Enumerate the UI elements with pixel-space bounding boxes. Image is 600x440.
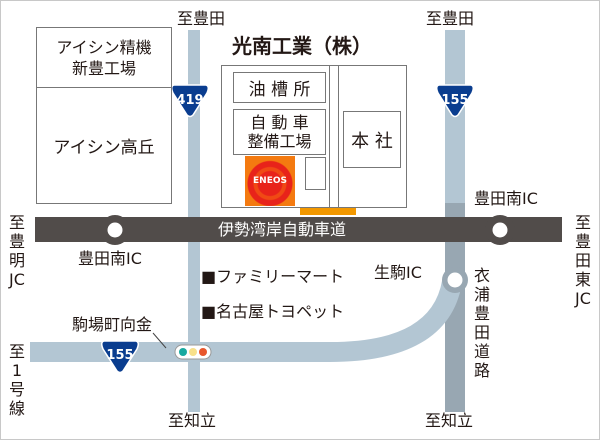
intersection-label: 駒場町向金 [72,315,153,334]
route-shield-155-bottom-icon [100,340,140,374]
kinuura-road-lower [445,203,465,412]
intersection-leader [152,332,167,349]
oil-depot: 油 槽 所 [233,72,326,103]
orange-access-bar [300,207,356,215]
to-route1: 至1号線 [8,342,25,418]
service-shop: 自 動 車 整備工場 [233,109,326,155]
ic-right-icon [492,222,508,238]
nagoya-toyopet-label: ■名古屋トヨペット [201,302,345,321]
aisin-takaoka: アイシン高丘 [36,87,172,204]
route-155-road [30,279,462,362]
route-419-label: 419 [176,93,204,108]
to-chiryu-left: 至知立 [168,411,217,430]
to-chiryu-right: 至知立 [425,411,474,430]
aisin-shintoyo-plant: アイシン精機 新豊工場 [36,27,172,88]
head-office: 本 社 [343,111,401,168]
route-155-bottom-label: 155 [106,348,134,363]
toyota-minami-ic-right: 豊田南IC [474,189,538,208]
small-building [305,157,326,190]
to-toyoake-jc: 至豊明JC [8,213,25,289]
traffic-light-red [199,348,207,356]
ikoma-ic-label: 生駒IC [374,263,422,282]
route-shield-155-top-icon [435,84,475,118]
kinuura-road-label: 衣浦豊田道路 [473,266,490,380]
traffic-light-yellow [189,348,197,356]
ic-left-icon [107,222,123,238]
toyota-minami-ic-left: 豊田南IC [78,249,142,268]
route-155-top-label: 155 [441,93,469,108]
eneos-text: ENEOS [253,176,287,186]
kinuura-road-upper [445,30,465,205]
eneos-logo: ENEOS [245,156,295,206]
company-title: 光南工業（株） [232,34,372,58]
to-toyota-right: 至豊田 [426,9,475,28]
to-toyota-higashi-jc: 至豊田東JC [574,213,591,308]
traffic-light-green [179,348,187,356]
expressway-label: 伊勢湾岸自動車道 [218,220,347,239]
to-toyota-left: 至豊田 [177,9,226,28]
site-divider [329,65,339,208]
ikoma-ic-icon [447,272,463,288]
familymart-label: ■ファミリーマート [201,267,345,286]
